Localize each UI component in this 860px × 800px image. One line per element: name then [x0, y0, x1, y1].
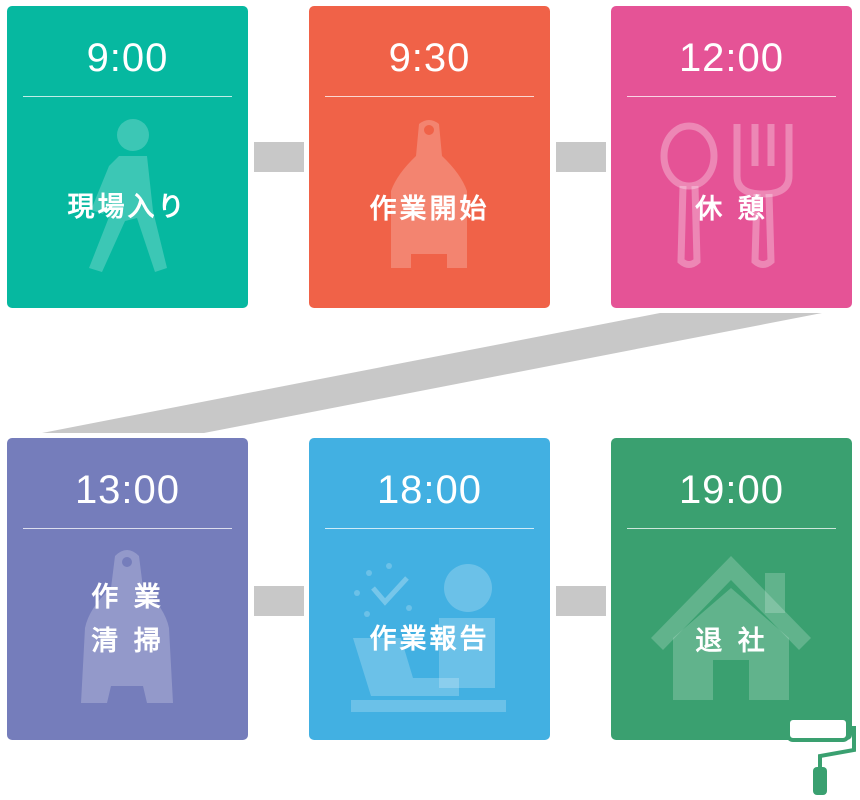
- step-time: 12:00: [678, 36, 785, 80]
- walking-person-icon: [89, 119, 167, 272]
- spoon-fork-icon: [660, 122, 793, 268]
- step-label: 作 業 清 掃: [91, 582, 164, 657]
- step-label: 作業報告: [369, 624, 490, 655]
- paint-roller-icon: [786, 716, 856, 795]
- step-time: 13:00: [74, 468, 181, 512]
- desk-report-icon: [351, 563, 506, 712]
- step-card-2: 9:30 作業開始: [309, 6, 550, 308]
- step-label: 作業開始: [369, 194, 490, 225]
- step-label: 現場入り: [67, 192, 188, 223]
- step-card-5: 18:00 作業報告: [309, 438, 550, 740]
- connector-4-5: [254, 586, 304, 616]
- divider-line: [23, 96, 232, 97]
- step-time: 9:00: [86, 36, 169, 80]
- divider-line: [627, 96, 836, 97]
- divider-line: [325, 528, 534, 529]
- step-card-3: 12:00 休 憩: [611, 6, 852, 308]
- house-icon: [651, 556, 811, 700]
- divider-line: [627, 528, 836, 529]
- step-time: 9:30: [388, 36, 471, 80]
- apron-icon: [81, 550, 173, 703]
- connector-5-6: [556, 586, 606, 616]
- step-time: 18:00: [376, 468, 483, 512]
- cutting-board-icon: [391, 120, 467, 268]
- divider-line: [23, 528, 232, 529]
- step-card-1: 9:00 現場入り: [7, 6, 248, 308]
- step-card-6: 19:00 退 社: [611, 438, 852, 740]
- connector-2-3: [556, 142, 606, 172]
- divider-line: [325, 96, 534, 97]
- step-label: 休 憩: [695, 194, 768, 225]
- step-label: 退 社: [695, 626, 768, 657]
- connector-1-2: [254, 142, 304, 172]
- step-time: 19:00: [678, 468, 785, 512]
- step-card-4: 13:00 作 業 清 掃: [7, 438, 248, 740]
